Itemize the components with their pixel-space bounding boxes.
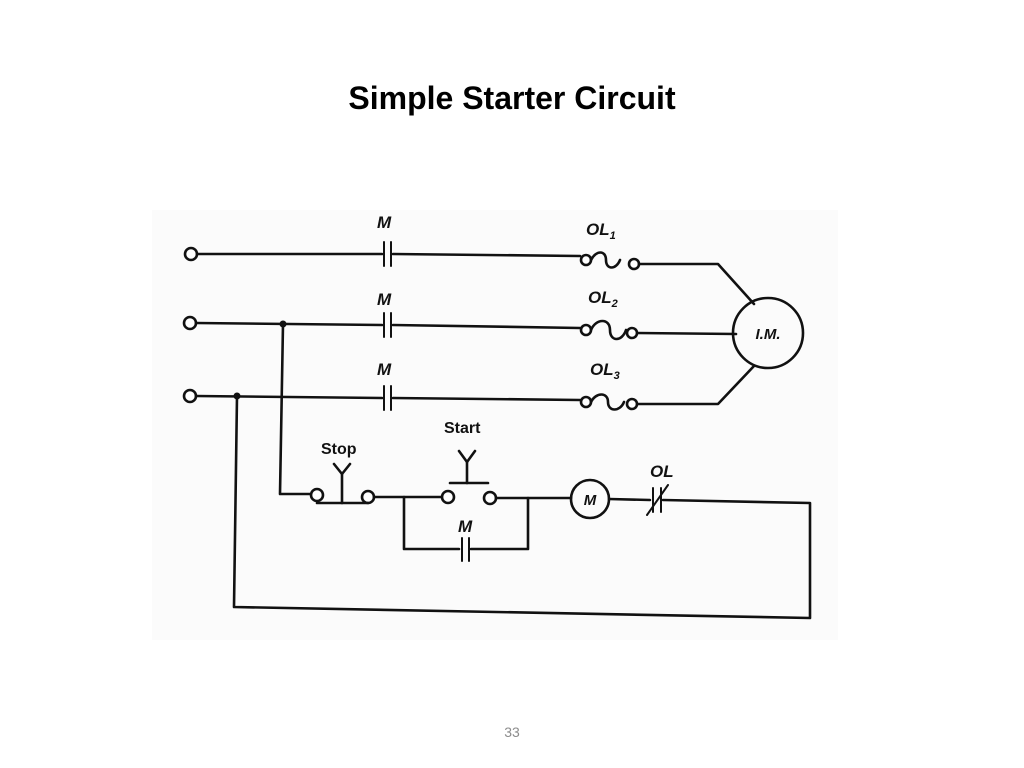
- ol-contact-slash: [646, 484, 669, 516]
- label-overload-1: OL1: [586, 220, 616, 242]
- label-holding-contact: M: [458, 517, 473, 536]
- overload-3-terminal-b: [625, 397, 639, 411]
- figure-background: [152, 210, 838, 640]
- label-stop-button: Stop: [321, 441, 357, 458]
- line-2-terminal: [182, 315, 198, 331]
- stop-terminal-a: [309, 487, 325, 503]
- label-contact-m1: M: [377, 213, 392, 232]
- label-overload-2: OL2: [588, 288, 618, 310]
- stop-button-head: [332, 462, 352, 476]
- stop-terminal-b: [360, 489, 376, 505]
- page-number: 33: [504, 724, 520, 740]
- line-1-terminal: [183, 246, 199, 262]
- induction-motor: [731, 296, 805, 370]
- label-contact-m2: M: [377, 290, 392, 309]
- label-start-button: Start: [444, 420, 481, 437]
- slide-title: Simple Starter Circuit: [348, 80, 676, 116]
- start-terminal-b: [482, 490, 498, 506]
- label-coil: M: [584, 492, 597, 509]
- motor-symbol: [731, 296, 805, 370]
- overload-1-terminal-a: [579, 253, 593, 267]
- control-circuit: [232, 322, 812, 620]
- overload-2-terminal-a: [579, 323, 593, 337]
- label-motor: I.M.: [756, 326, 781, 343]
- power-line-2: [182, 312, 738, 341]
- power-line-1: [183, 241, 756, 306]
- overload-1-terminal-b: [627, 257, 641, 271]
- overload-3-terminal-a: [579, 395, 593, 409]
- label-overload-3: OL3: [590, 360, 620, 382]
- label-overload-contact: OL: [650, 462, 674, 481]
- overload-3-heater: [589, 393, 626, 411]
- start-button-head: [457, 449, 477, 464]
- line-3-terminal: [182, 388, 198, 404]
- overload-1-heater: [589, 251, 622, 269]
- label-contact-m3: M: [377, 360, 392, 379]
- start-terminal-a: [440, 489, 456, 505]
- overload-2-terminal-b: [625, 326, 639, 340]
- holding-branch: [402, 495, 461, 551]
- overload-2-heater: [589, 319, 628, 341]
